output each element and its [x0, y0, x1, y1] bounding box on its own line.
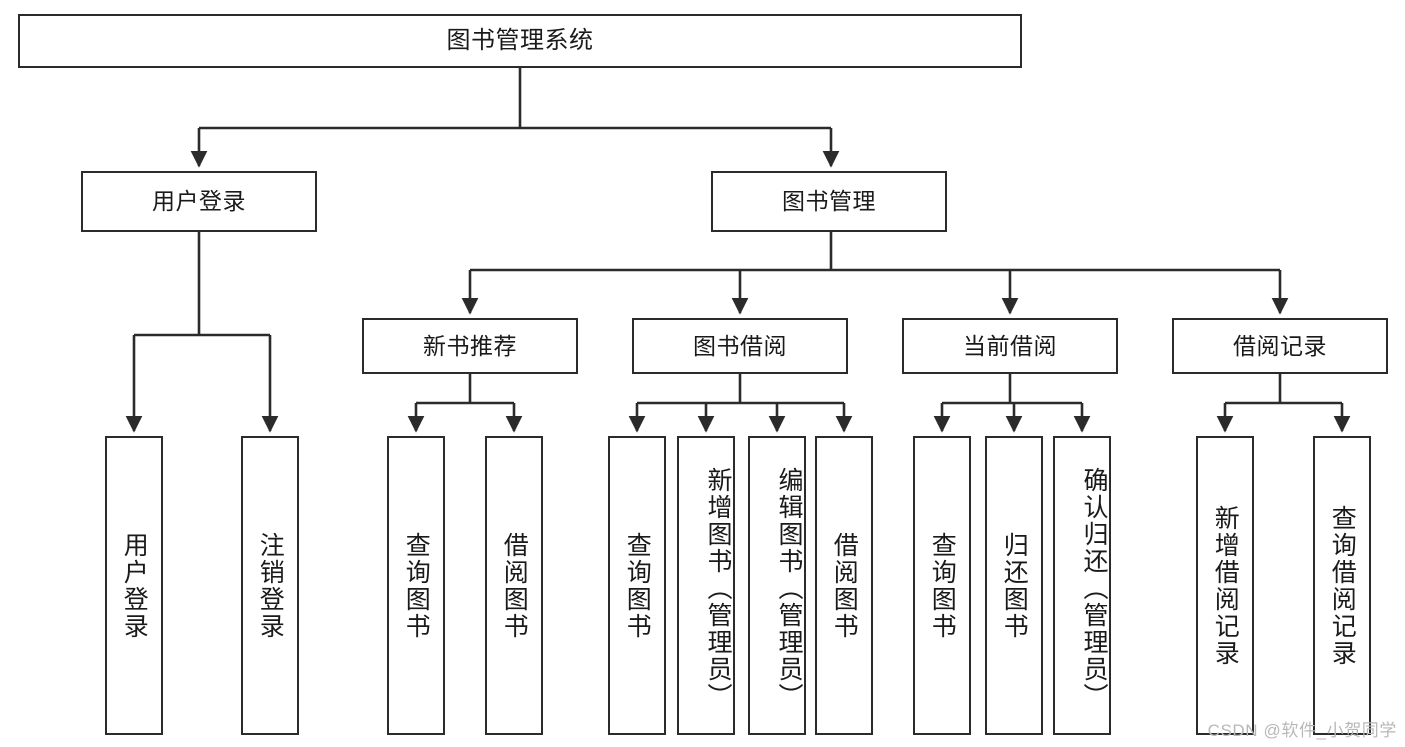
- node-leaf-0[interactable]: 用户登录: [105, 436, 163, 735]
- node-leaf-5[interactable]: 新增图书（管理员）: [677, 436, 735, 735]
- watermark: CSDN @软件_小贺同学: [1207, 721, 1397, 740]
- node-leaf-7[interactable]: 借阅图书: [815, 436, 873, 735]
- node-leaf-4[interactable]: 查询图书: [608, 436, 666, 735]
- node-level3-0[interactable]: 新书推荐: [362, 318, 578, 374]
- node-level3-2[interactable]: 当前借阅: [902, 318, 1118, 374]
- node-level2-1[interactable]: 图书管理: [711, 171, 947, 232]
- node-level2-0[interactable]: 用户登录: [81, 171, 317, 232]
- node-leaf-12[interactable]: 查询借阅记录: [1313, 436, 1371, 735]
- node-leaf-2[interactable]: 查询图书: [387, 436, 445, 735]
- node-level3-1[interactable]: 图书借阅: [632, 318, 848, 374]
- node-leaf-11[interactable]: 新增借阅记录: [1196, 436, 1254, 735]
- node-leaf-8[interactable]: 查询图书: [913, 436, 971, 735]
- node-leaf-3[interactable]: 借阅图书: [485, 436, 543, 735]
- node-leaf-6[interactable]: 编辑图书（管理员）: [748, 436, 806, 735]
- node-leaf-1[interactable]: 注销登录: [241, 436, 299, 735]
- node-leaf-9[interactable]: 归还图书: [985, 436, 1043, 735]
- node-root-图书管理系统[interactable]: 图书管理系统: [18, 14, 1022, 68]
- node-level3-3[interactable]: 借阅记录: [1172, 318, 1388, 374]
- node-leaf-10[interactable]: 确认归还（管理员）: [1053, 436, 1111, 735]
